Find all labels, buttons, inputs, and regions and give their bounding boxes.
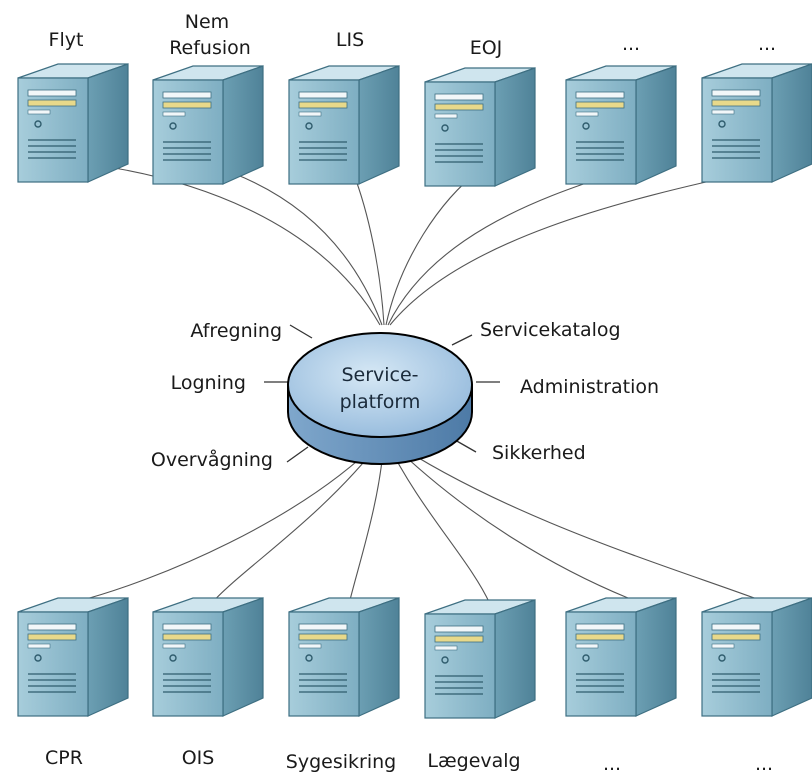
label-more-4: ... xyxy=(755,753,773,775)
connection-line-more-2 xyxy=(389,169,761,326)
label-more-3: ... xyxy=(603,753,621,775)
connection-line-eoj xyxy=(385,169,481,326)
tick-overvaagning xyxy=(286,446,309,463)
server-more-3 xyxy=(565,597,677,717)
service-platform-hub: Service- platform xyxy=(287,332,473,465)
server-more-2 xyxy=(701,63,812,183)
label-more-2: ... xyxy=(758,33,776,55)
hub-label-line1: Service- xyxy=(341,364,418,386)
label-laegevalg: Lægevalg xyxy=(427,750,520,772)
top-server-labels: Flyt Nem Refusion LIS EOJ ... ... xyxy=(49,11,777,59)
server-nem-refusion xyxy=(152,65,264,185)
label-ois: OIS xyxy=(182,747,215,769)
label-sikkerhed: Sikkerhed xyxy=(492,442,586,464)
label-nem-refusion: Nem Refusion xyxy=(169,11,251,59)
top-connection-lines xyxy=(71,161,761,326)
bottom-connection-lines xyxy=(74,439,766,606)
tick-afregning xyxy=(289,324,313,339)
top-server-row xyxy=(17,63,812,187)
label-sygesikring: Sygesikring xyxy=(286,751,396,773)
hub-function-labels: Afregning Logning Overvågning Servicekat… xyxy=(151,319,659,471)
label-more-1: ... xyxy=(622,33,640,55)
connection-line-ois xyxy=(209,439,383,606)
label-eoj: EOJ xyxy=(470,37,503,59)
label-lis: LIS xyxy=(336,29,364,51)
hub-label-line2: platform xyxy=(340,391,421,413)
server-lis xyxy=(288,65,400,185)
server-eoj xyxy=(424,67,536,187)
tick-sikkerhed xyxy=(454,439,477,453)
server-cpr xyxy=(17,597,129,717)
server-more-1 xyxy=(565,65,677,185)
label-servicekatalog: Servicekatalog xyxy=(480,319,621,341)
label-nem-refusion-line1: Nem xyxy=(185,11,229,33)
tick-servicekatalog xyxy=(451,334,473,346)
connection-line-more-4 xyxy=(389,439,766,603)
connection-line-more-1 xyxy=(387,171,621,326)
connection-line-lis xyxy=(349,164,385,326)
server-flyt xyxy=(17,63,129,183)
server-sygesikring xyxy=(288,597,400,717)
label-flyt: Flyt xyxy=(49,29,84,51)
connection-line-more-3 xyxy=(387,439,629,599)
bottom-server-row xyxy=(17,597,812,719)
connection-line-flyt xyxy=(71,161,381,326)
connection-line-nem-refusion xyxy=(209,164,383,326)
label-afregning: Afregning xyxy=(190,320,282,342)
label-overvaagning: Overvågning xyxy=(151,448,273,471)
bottom-server-labels: CPR OIS Sygesikring Lægevalg ... ... xyxy=(45,747,773,775)
server-more-4 xyxy=(701,597,812,717)
connection-line-cpr xyxy=(74,439,381,603)
hub-function-ticks xyxy=(264,324,500,463)
label-logning: Logning xyxy=(171,372,246,394)
label-cpr: CPR xyxy=(45,747,83,769)
label-nem-refusion-line2: Refusion xyxy=(169,37,251,59)
hub-top xyxy=(287,332,473,438)
server-laegevalg xyxy=(424,599,536,719)
label-administration: Administration xyxy=(520,376,659,398)
server-ois xyxy=(152,597,264,717)
connection-line-laegevalg xyxy=(385,439,491,605)
